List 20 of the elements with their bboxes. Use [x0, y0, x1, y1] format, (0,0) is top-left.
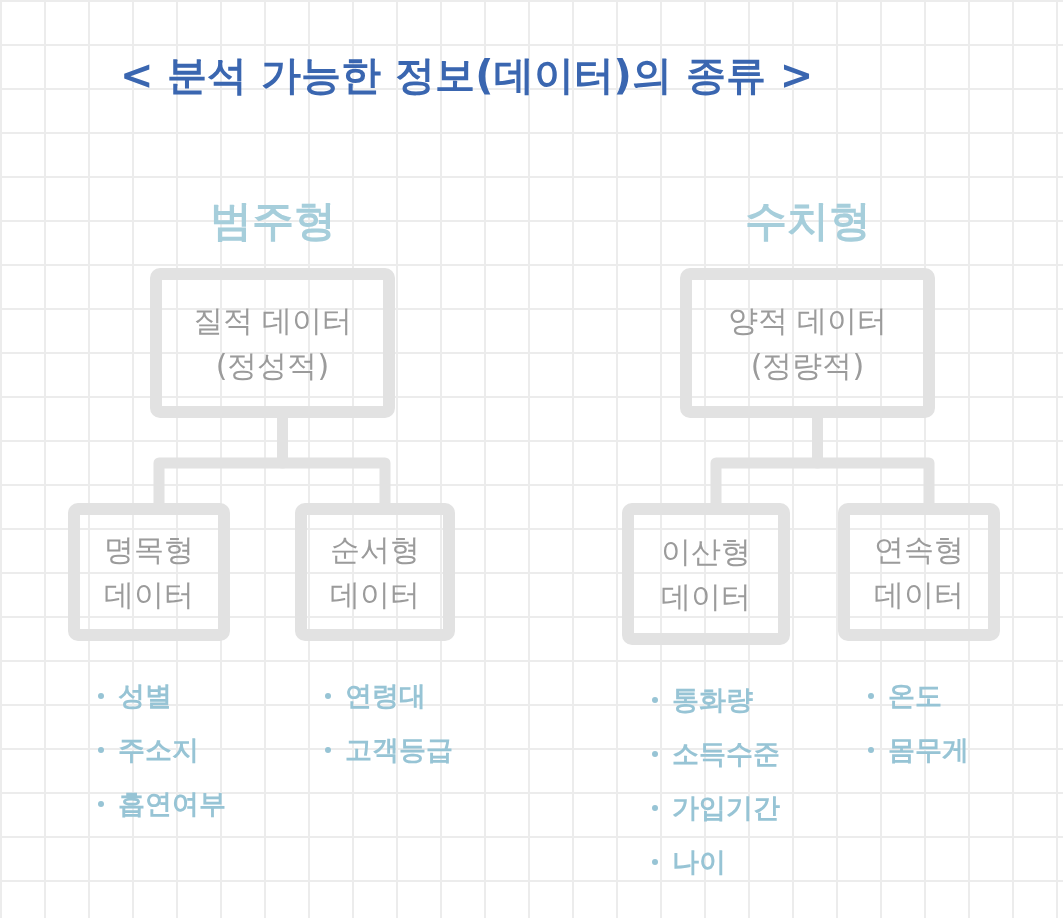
box-label: 질적 데이터 (정성적) — [191, 302, 354, 385]
box-label: 양적 데이터 (정량적) — [726, 302, 889, 385]
example-item: 흡연여부 — [118, 787, 226, 821]
example-item: 성별 — [118, 679, 172, 713]
box-label: 이산형 데이터 — [660, 533, 752, 616]
box-label: 명목형 데이터 — [103, 531, 195, 614]
category-heading: 수치형 — [743, 195, 872, 247]
example-item: 소득수준 — [672, 737, 780, 771]
example-item: 주소지 — [118, 733, 199, 767]
box-label: 순서형 데이터 — [329, 531, 421, 614]
category-heading: 범주형 — [208, 195, 337, 247]
example-item: 고객등급 — [345, 733, 453, 767]
example-item: 나이 — [672, 845, 726, 879]
title: < 분석 가능한 정보(데이터)의 종류 > — [120, 51, 814, 100]
box-label: 연속형 데이터 — [873, 531, 965, 614]
example-item: 몸무게 — [888, 733, 969, 767]
example-item: 연령대 — [345, 679, 426, 713]
example-item: 가입기간 — [672, 791, 780, 825]
example-item: 온도 — [888, 679, 942, 713]
example-item: 통화량 — [672, 683, 753, 717]
